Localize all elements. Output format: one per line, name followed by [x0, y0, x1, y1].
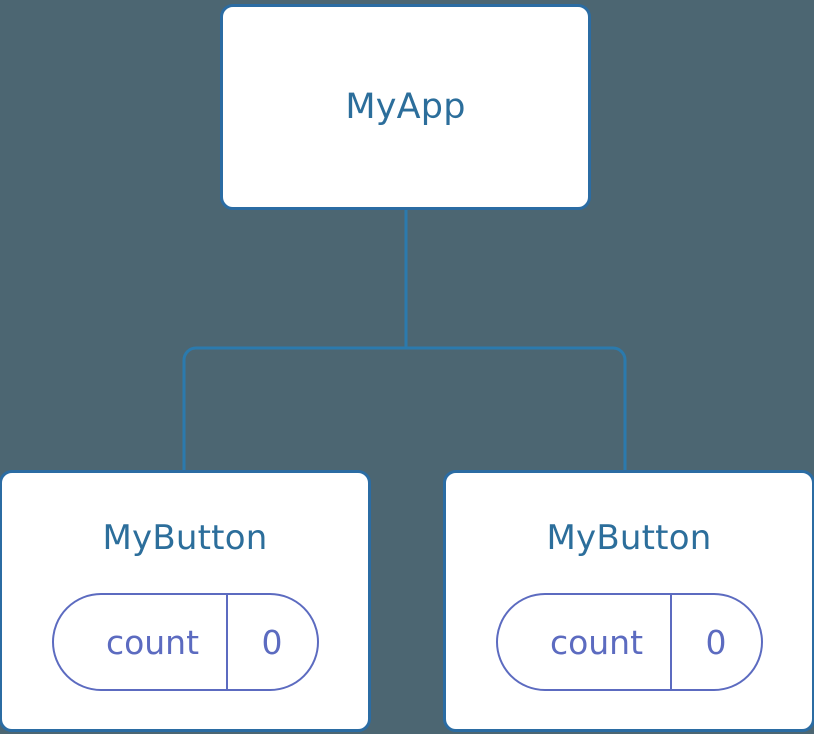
- state-pill-key: count: [549, 622, 644, 662]
- component-node-mybutton-1[interactable]: MyButton count 0: [443, 470, 814, 732]
- component-node-myapp[interactable]: MyApp: [220, 4, 591, 210]
- component-node-title: MyButton: [546, 518, 712, 558]
- state-pill-value: 0: [225, 595, 317, 689]
- state-pill-count[interactable]: count 0: [495, 593, 763, 691]
- edge-root-to-child-0: [182, 346, 406, 472]
- component-node-title: MyButton: [102, 518, 268, 558]
- component-node-title: MyApp: [345, 86, 466, 127]
- state-pill-count[interactable]: count 0: [51, 593, 319, 691]
- edge-root-to-child-1: [406, 346, 627, 472]
- state-pill-value: 0: [669, 595, 761, 689]
- state-pill-key: count: [105, 622, 200, 662]
- component-node-mybutton-0[interactable]: MyButton count 0: [0, 470, 371, 732]
